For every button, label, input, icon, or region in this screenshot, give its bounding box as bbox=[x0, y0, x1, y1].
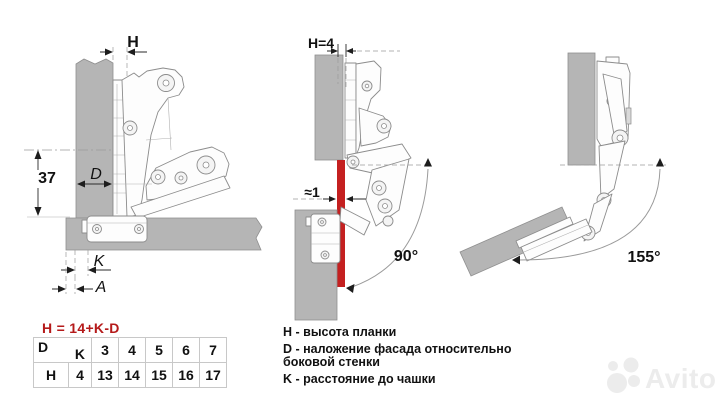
table-cell: 15 bbox=[145, 362, 173, 388]
dim-label-a: A bbox=[95, 279, 107, 296]
table-corner-cell: D K bbox=[33, 337, 92, 363]
legend: H - высота планки D - наложение фасада о… bbox=[283, 325, 555, 389]
table-cell: 13 bbox=[91, 362, 119, 388]
open-155-diagram bbox=[459, 52, 666, 277]
dim-label-h: H bbox=[127, 34, 139, 51]
row-label-h: H bbox=[33, 362, 69, 388]
legend-item-d: D - наложение фасада относительно боково… bbox=[283, 341, 512, 369]
table-cell: 6 bbox=[172, 337, 200, 363]
table-cell: 4 bbox=[68, 362, 92, 388]
dim-label-37: 37 bbox=[36, 170, 58, 188]
table-value-row: H 4 13 14 15 16 17 bbox=[33, 362, 227, 388]
door-edge-red bbox=[337, 160, 345, 287]
dim-label-d: D bbox=[90, 166, 102, 183]
side-panel-right bbox=[567, 52, 596, 166]
table-cell: 16 bbox=[172, 362, 200, 388]
side-panel bbox=[75, 58, 114, 219]
open-90-diagram bbox=[293, 44, 432, 321]
dim-label-k: K bbox=[93, 253, 105, 270]
table-cell: 7 bbox=[199, 337, 227, 363]
table-cell: 14 bbox=[118, 362, 146, 388]
legend-item-k: K - расстояние до чашки bbox=[283, 371, 436, 386]
corner-k-label: K bbox=[74, 346, 85, 362]
legend-item-h: H - высота планки bbox=[283, 325, 397, 339]
avito-watermark-logo bbox=[607, 357, 640, 393]
table-header-row: D K 3 4 5 6 7 bbox=[33, 337, 227, 363]
table-cell: 3 bbox=[91, 337, 119, 363]
table-cell: 5 bbox=[145, 337, 173, 363]
avito-watermark-text: Avito bbox=[645, 363, 717, 394]
corner-d-label: D bbox=[38, 339, 49, 355]
height-formula: H = 14+K-D bbox=[42, 320, 120, 336]
dim-label-gap1: ≈1 bbox=[304, 184, 320, 200]
table-cell: 4 bbox=[118, 337, 146, 363]
hk-table: D K 3 4 5 6 7 H 4 13 14 15 16 17 bbox=[33, 337, 227, 388]
angle-label-90: 90° bbox=[393, 248, 419, 265]
angle-label-155: 155° bbox=[627, 249, 661, 266]
upper-panel bbox=[314, 54, 344, 161]
closed-hinge-diagram bbox=[24, 47, 263, 294]
table-cell: 17 bbox=[199, 362, 227, 388]
dim-label-h4: H=4 bbox=[307, 35, 335, 51]
